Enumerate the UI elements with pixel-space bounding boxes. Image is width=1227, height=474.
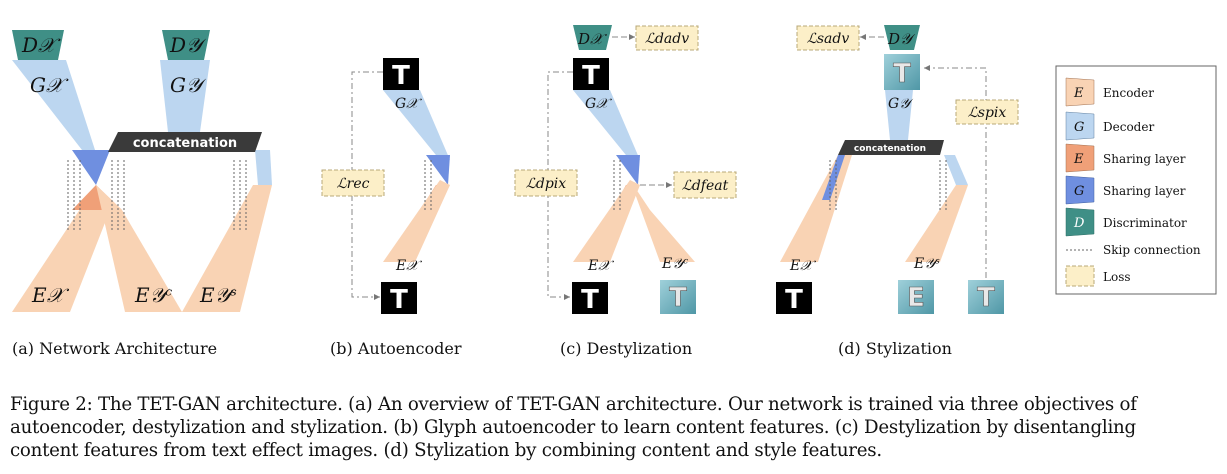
glyph-t-bottom-b-letter: T (390, 285, 408, 315)
glyph-e-styled-d-letter: E (907, 283, 925, 313)
label-ex-c: E𝒳 (587, 258, 614, 274)
label-eys-d: E𝒴ˢ (913, 256, 940, 272)
label-ex-b: E𝒳 (395, 258, 422, 274)
discriminator-dy-d (884, 25, 920, 50)
label-gx-b: G𝒳 (395, 96, 422, 112)
label-ex-a: E𝒳 (31, 283, 70, 307)
discriminator-dx-a (12, 30, 64, 60)
loss-dpix: ℒdpix (526, 176, 566, 192)
discriminator-dx-c (573, 25, 612, 50)
legend-label-2: Sharing layer (1103, 152, 1186, 166)
caption-line-1: Figure 2: The TET-GAN architecture. (a) … (10, 394, 1137, 415)
loss-spix: ℒspix (968, 105, 1007, 121)
glyph-t-bottom-b (381, 282, 417, 314)
glyph-t-bottom-c-letter: T (581, 285, 599, 315)
glyph-t-top-c-letter: T (582, 61, 600, 91)
legend (1055, 65, 1217, 295)
subfigure-a-label: (a) Network Architecture (12, 339, 217, 358)
label-dx-c: D𝒳 (577, 30, 607, 48)
label-gx-a: G𝒳 (30, 73, 69, 97)
glyph-t-bottom-d (776, 282, 812, 314)
discriminator-dy-a (162, 30, 210, 60)
legend-label-1: Decoder (1103, 120, 1154, 134)
glyph-t-styled-d (968, 280, 1004, 314)
panel-d-stylization (776, 25, 1004, 314)
panel-c-destylization (547, 25, 696, 314)
decoder-gy-shape (160, 60, 210, 132)
glyph-t-styled-d-letter: T (977, 283, 995, 313)
label-eyc-a: E𝒴ᶜ (134, 283, 172, 307)
glyph-t-styled-c (660, 280, 696, 314)
label-eyc-c: E𝒴ᶜ (661, 256, 688, 272)
legend-symbol-4: D (1073, 216, 1085, 231)
glyph-t-bottom-c (572, 282, 608, 314)
caption-line-3: content features from text effect images… (10, 440, 882, 461)
label-dy-a: D𝒴 (169, 33, 207, 57)
glyph-t-top-b (383, 58, 419, 90)
label-gy-a: G𝒴 (170, 73, 207, 97)
legend-label-6: Loss (1103, 270, 1131, 284)
label-dy-d: D𝒴 (887, 30, 916, 48)
legend-symbol-1: G (1074, 120, 1084, 135)
decoder-gx-shape (12, 60, 95, 150)
legend-label-0: Encoder (1103, 86, 1154, 100)
legend-symbol-2: E (1073, 152, 1084, 167)
concatenation-bar-a (108, 132, 262, 152)
glyph-t-styled-top-d (884, 54, 920, 90)
caption-line-2: autoencoder, destylization and stylizati… (10, 417, 1136, 438)
subfigure-c-label: (c) Destylization (560, 339, 692, 358)
label-ex-d: E𝒳 (789, 258, 816, 274)
panel-a-network-architecture (12, 30, 272, 312)
label-dx-a: D𝒳 (21, 33, 61, 57)
label-eys-a: E𝒴ˢ (199, 283, 237, 307)
loss-rec: ℒrec (337, 176, 370, 192)
loss-dfeat: ℒdfeat (682, 178, 729, 194)
decoder-right-thin (255, 150, 272, 185)
glyph-e-styled-d (898, 280, 934, 314)
loss-dadv: ℒdadv (645, 31, 689, 47)
label-gy-d: G𝒴 (888, 96, 914, 112)
concatenation-bar-d (838, 140, 944, 155)
glyph-t-top-b-letter: T (392, 61, 410, 91)
loss-sadv: ℒsadv (807, 31, 850, 47)
glyph-t-bottom-d-letter: T (785, 285, 803, 315)
subfigure-d-label: (d) Stylization (838, 339, 952, 358)
legend-label-4: Discriminator (1103, 216, 1187, 230)
label-gx-c: G𝒳 (585, 96, 612, 112)
legend-label-5: Skip connection (1103, 243, 1201, 257)
glyph-t-styled-c-letter: T (669, 283, 687, 313)
legend-label-3: Sharing layer (1103, 184, 1186, 198)
legend-symbol-0: E (1073, 86, 1084, 101)
panel-b-autoencoder (351, 58, 450, 314)
legend-symbol-3: G (1074, 184, 1084, 199)
subfigure-b-label: (b) Autoencoder (330, 339, 462, 358)
encoder-eys-shape (182, 185, 272, 312)
encoder-ex-shape (12, 185, 110, 312)
tet-gan-figure: D𝒳 D𝒴 G𝒳 G𝒴 E𝒳 E𝒴ᶜ E𝒴ˢ G𝒳 E𝒳 D𝒳 G𝒳 E𝒳 E𝒴… (12, 25, 1217, 358)
glyph-t-top-c (573, 58, 609, 90)
glyph-t-styled-top-d-letter: T (893, 59, 911, 89)
concatenation-label-d: concatenation (854, 144, 926, 154)
concatenation-label-a: concatenation (133, 136, 237, 151)
sharing-decoder-a-left (72, 150, 110, 185)
